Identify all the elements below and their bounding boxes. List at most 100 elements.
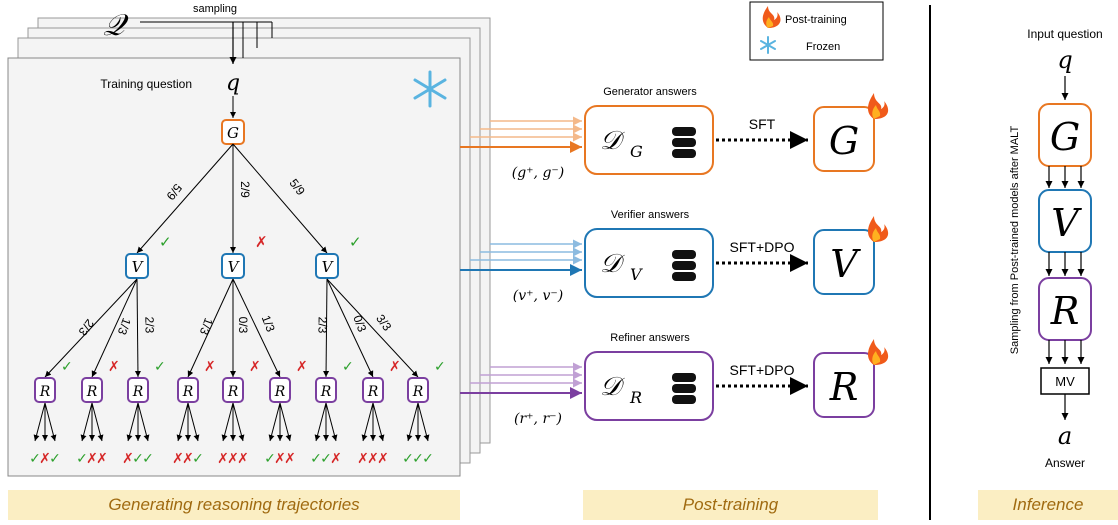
cross-mark: ✗ (296, 359, 308, 375)
answer-symbol: a (1058, 422, 1072, 450)
verifier-node (125, 253, 149, 279)
snowflake-icon (413, 70, 447, 108)
outcome-check: ✓ (264, 451, 276, 467)
check-mark: ✓ (154, 359, 166, 375)
post-trained-model-label: R (829, 365, 859, 409)
snowflake-legend-icon (760, 36, 776, 54)
refiner-node (269, 377, 291, 403)
refiner-node (34, 377, 56, 403)
refiner-node (315, 377, 337, 403)
outcome-check: ✓ (422, 451, 434, 467)
outcome-cross: ✗ (237, 451, 249, 467)
preference-pair: (r⁺, r⁻) (514, 411, 562, 427)
check-mark: ✓ (342, 359, 354, 375)
banner-post-training: Post-training (682, 495, 779, 514)
outcome-check: ✓ (132, 451, 144, 467)
inference-model-label: V (1051, 201, 1082, 245)
banner-generating: Generating reasoning trajectories (108, 495, 360, 514)
training-method: SFT (749, 116, 776, 132)
refiner-node-label: R (182, 384, 194, 400)
gen-branch-prob: 2/9 (238, 181, 252, 198)
ver-branch-edge (326, 278, 419, 378)
outcome-cross: ✗ (227, 451, 239, 467)
banner-inference-bg (978, 490, 1118, 520)
outcome-edge (325, 402, 338, 442)
outcome-check: ✓ (49, 451, 61, 467)
inference-model-label: R (1050, 289, 1080, 333)
verifier-node-label: V (322, 258, 335, 276)
post-trained-model-box (813, 229, 875, 295)
answer-label: Answer (1045, 456, 1085, 470)
outcome-cross: ✗ (86, 451, 98, 467)
outcome-cross: ✗ (39, 451, 51, 467)
outcome-edge (279, 402, 292, 442)
outcome-cross: ✗ (367, 451, 379, 467)
dataset-subscript: V (630, 265, 643, 284)
outcome-check: ✓ (412, 451, 424, 467)
post-trained-model-label: G (829, 119, 859, 163)
outcome-edge (187, 402, 200, 442)
outcome-edge (33, 402, 46, 442)
check-mark: ✓ (434, 359, 446, 375)
outcome-edge (232, 402, 245, 442)
dataset-subscript: R (629, 388, 642, 407)
ver-branch-prob: 1/3 (197, 316, 216, 337)
dataset-subscript: G (630, 142, 643, 161)
ver-branch-prob: 1/3 (259, 313, 278, 334)
fire-icon (867, 339, 889, 365)
ver-branch-edge (232, 278, 281, 378)
outcome-edge (221, 402, 234, 442)
post-trained-model-box (813, 106, 875, 172)
dataset-title: Refiner answers (610, 332, 690, 344)
refiner-node-label: R (227, 384, 239, 400)
outcome-edge (314, 402, 327, 442)
refiner-node-label: R (412, 384, 424, 400)
ver-branch-edge (187, 278, 234, 378)
verifier-node-label: V (132, 258, 145, 276)
outcome-check: ✓ (402, 451, 414, 467)
inference-model-label: G (1050, 115, 1080, 159)
cross-mark: ✗ (255, 233, 268, 251)
verifier-node-label: V (228, 258, 241, 276)
post-trained-model-box (813, 352, 875, 418)
training-method: SFT+DPO (730, 362, 795, 378)
sampling-label: sampling (193, 3, 237, 15)
refiner-node (177, 377, 199, 403)
ver-branch-prob: 0/3 (350, 313, 369, 334)
outcome-edge (361, 402, 374, 442)
outcome-edge (406, 402, 419, 442)
database-icon (672, 127, 696, 158)
outcome-edge (137, 402, 150, 442)
verifier-node (315, 253, 339, 279)
outcome-check: ✓ (142, 451, 154, 467)
outcome-cross: ✗ (274, 451, 286, 467)
banner-post-training-bg (583, 490, 878, 520)
check-mark: ✓ (61, 359, 73, 375)
refiner-node (127, 377, 149, 403)
refiner-node (407, 377, 429, 403)
inference-side-label: Sampling from Post-trained models after … (1009, 126, 1021, 355)
outcome-edge (372, 402, 385, 442)
refiner-node-label: R (39, 384, 51, 400)
input-question-symbol: q (1057, 46, 1072, 74)
refiner-node-label: R (132, 384, 144, 400)
refiner-node-label: R (274, 384, 286, 400)
input-question-label: Input question (1027, 27, 1102, 41)
dataset-title: Generator answers (603, 86, 697, 98)
preference-pair: (g⁺, g⁻) (512, 165, 565, 181)
fire-icon (762, 6, 781, 28)
training-method: SFT+DPO (730, 239, 795, 255)
fire-icon (867, 93, 889, 119)
cross-mark: ✗ (389, 359, 401, 375)
post-trained-model-label: V (830, 242, 861, 286)
outcome-cross: ✗ (217, 451, 229, 467)
gen-branch-edge (232, 143, 328, 254)
ver-branch-edge (326, 278, 374, 378)
outcome-cross: ✗ (96, 451, 108, 467)
outcome-cross: ✗ (377, 451, 389, 467)
refiner-node-label: R (367, 384, 379, 400)
ver-branch-prob: 0/3 (236, 317, 250, 334)
outcome-edge (417, 402, 430, 442)
database-icon (672, 250, 696, 281)
